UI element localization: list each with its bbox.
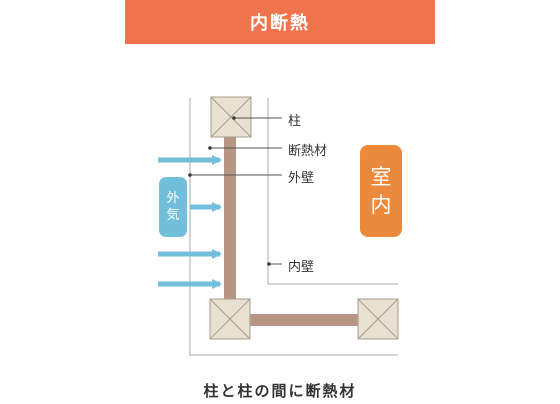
indoor-badge: 室 内	[360, 145, 402, 237]
leader-insulation	[208, 146, 282, 150]
leader-pillar	[232, 116, 282, 120]
outside-char-2: 気	[166, 208, 180, 223]
title: 内断熱	[250, 13, 310, 34]
pillar-top	[210, 96, 252, 138]
label-inner-wall: 内壁	[288, 260, 315, 275]
inside-char-2: 内	[370, 193, 392, 217]
label-insulation: 断熱材	[288, 144, 328, 159]
pillar-right	[357, 298, 399, 340]
insulation-horizontal	[246, 314, 362, 326]
label-outer-wall: 外壁	[288, 171, 315, 186]
label-pillar: 柱	[288, 114, 302, 129]
inside-char-1: 室	[370, 165, 392, 189]
outer-wall-line	[189, 98, 398, 356]
leader-outer-wall	[188, 173, 282, 177]
outside-char-1: 外	[166, 191, 180, 206]
insulation-vertical	[224, 137, 236, 303]
pillar-corner	[209, 298, 251, 340]
outside-air-badge: 外 気	[159, 177, 187, 237]
caption: 柱と柱の間に断熱材	[203, 382, 357, 400]
title-banner: 内断熱	[125, 0, 435, 44]
inner-wall-line	[267, 98, 398, 285]
leader-inner-wall	[267, 262, 282, 266]
